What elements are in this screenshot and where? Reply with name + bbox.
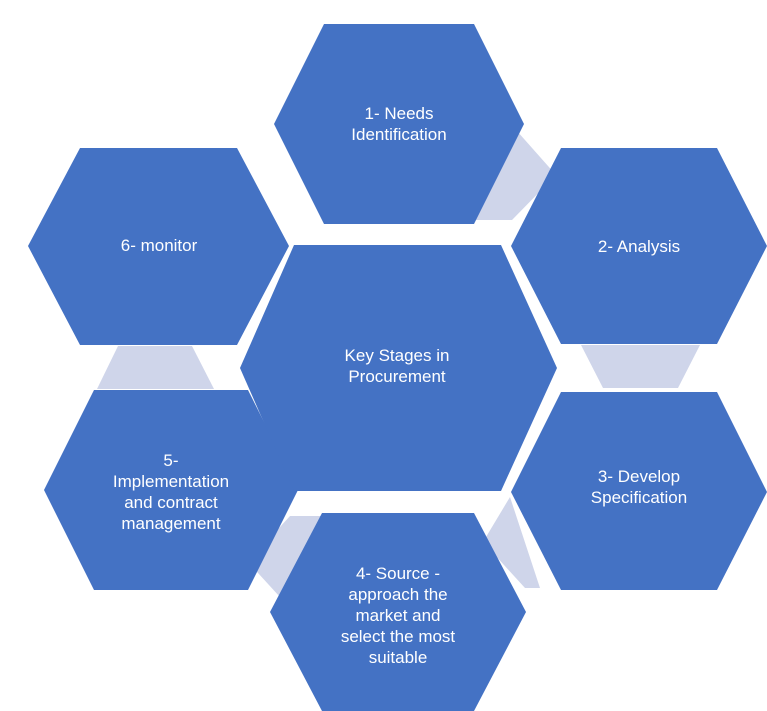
hexagon-stage-6 — [28, 148, 289, 345]
hexagon-stage-1 — [274, 24, 524, 224]
connector-3-4 — [483, 497, 540, 588]
center-label: Key Stages in Procurement — [344, 346, 450, 386]
connector-1-2 — [467, 131, 556, 220]
hexagon-stage-5 — [44, 390, 298, 590]
stage-4-label: 4- Source - approach the market and sele… — [340, 563, 456, 667]
hexagon-center — [240, 245, 557, 491]
connector-2-3 — [581, 345, 700, 388]
stage-3-label: 3- Develop Specification — [590, 467, 688, 507]
hexagon-stage-4 — [270, 513, 526, 711]
hexagon-stage-2 — [511, 148, 767, 344]
stage-2-label: 2- Analysis — [597, 236, 681, 256]
stage-5-label: 5- Implementation and contract managemen… — [112, 451, 230, 533]
stage-6-label: 6- monitor — [120, 235, 198, 255]
hexagon-stage-3 — [511, 392, 767, 590]
stage-1-label: 1- Needs Identification — [351, 104, 447, 144]
connector-5-6 — [97, 346, 214, 389]
